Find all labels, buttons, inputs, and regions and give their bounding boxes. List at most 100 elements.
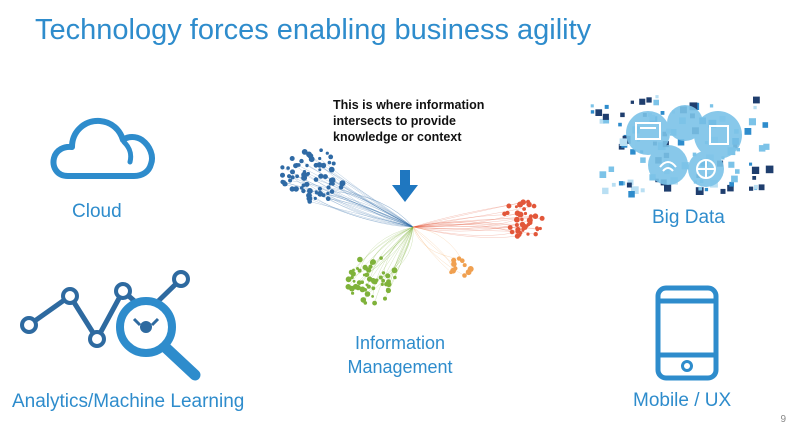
network-edge bbox=[315, 165, 414, 228]
data-square bbox=[749, 186, 754, 191]
network-edge bbox=[319, 164, 414, 228]
network-node bbox=[383, 296, 387, 301]
network-node bbox=[391, 267, 398, 274]
data-square bbox=[603, 117, 610, 124]
network-node bbox=[514, 223, 519, 227]
network-edge bbox=[412, 226, 452, 273]
data-square bbox=[640, 157, 646, 163]
network-node bbox=[517, 211, 524, 218]
network-node bbox=[293, 186, 299, 192]
network-node bbox=[357, 256, 363, 263]
network-edge bbox=[315, 179, 414, 228]
data-square bbox=[748, 118, 756, 126]
data-square bbox=[620, 112, 625, 118]
callout-line: knowledge or context bbox=[333, 130, 462, 144]
network-node bbox=[331, 161, 336, 166]
network-node bbox=[364, 291, 371, 297]
network-node bbox=[289, 186, 295, 192]
data-square bbox=[735, 169, 740, 174]
mobile-label: Mobile / UX bbox=[633, 390, 732, 411]
network-node bbox=[507, 225, 513, 230]
network-edge bbox=[412, 201, 524, 228]
network-edge bbox=[285, 184, 414, 228]
network-node bbox=[314, 190, 318, 194]
network-node bbox=[381, 278, 385, 283]
data-square bbox=[599, 171, 607, 178]
network-node bbox=[325, 151, 329, 155]
data-square bbox=[689, 102, 698, 111]
network-node bbox=[321, 193, 326, 198]
data-square bbox=[639, 98, 646, 105]
network-node bbox=[301, 183, 306, 188]
data-square bbox=[698, 186, 703, 191]
network-edge bbox=[388, 226, 414, 285]
network-node bbox=[296, 163, 301, 167]
data-square bbox=[627, 179, 634, 186]
cloud-label: Cloud bbox=[72, 201, 122, 222]
network-edge bbox=[331, 191, 414, 228]
network-node bbox=[452, 262, 456, 267]
network-edge bbox=[296, 164, 414, 228]
data-square bbox=[595, 109, 603, 116]
network-edge bbox=[412, 226, 460, 259]
network-node bbox=[318, 168, 322, 172]
network-node bbox=[362, 273, 366, 277]
network-node bbox=[365, 283, 369, 287]
data-square bbox=[602, 187, 609, 195]
network-node bbox=[328, 177, 334, 183]
data-square bbox=[736, 148, 740, 152]
data-square bbox=[640, 188, 645, 193]
network-node bbox=[318, 173, 324, 179]
network-node bbox=[348, 269, 354, 275]
data-square bbox=[727, 184, 734, 192]
network-node bbox=[379, 256, 383, 260]
network-node bbox=[328, 154, 334, 160]
network-node bbox=[538, 226, 542, 231]
data-square bbox=[753, 96, 760, 104]
data-square bbox=[655, 95, 659, 99]
network-edge bbox=[319, 158, 414, 228]
network-node bbox=[460, 258, 465, 263]
network-edge bbox=[374, 226, 414, 304]
network-node bbox=[533, 232, 538, 237]
big-data-icon bbox=[590, 95, 774, 198]
analytics-label: Analytics/Machine Learning bbox=[12, 391, 245, 412]
data-square bbox=[752, 176, 757, 180]
network-node bbox=[462, 273, 467, 278]
network-node bbox=[356, 267, 359, 270]
data-square bbox=[599, 118, 605, 124]
data-square bbox=[677, 139, 685, 146]
network-edge bbox=[282, 181, 414, 228]
network-edge bbox=[348, 226, 414, 287]
network-node bbox=[526, 232, 530, 236]
network-edge bbox=[412, 226, 518, 238]
data-square bbox=[602, 113, 609, 120]
network-node bbox=[307, 188, 313, 194]
network-edge bbox=[289, 175, 414, 228]
data-square bbox=[664, 184, 672, 192]
network-edge bbox=[325, 176, 414, 228]
network-edge bbox=[412, 226, 455, 265]
data-square bbox=[619, 138, 628, 146]
data-square bbox=[765, 165, 774, 174]
network-edge bbox=[412, 219, 530, 232]
data-square bbox=[709, 104, 714, 108]
network-node bbox=[380, 282, 384, 286]
network-node bbox=[299, 158, 304, 164]
network-node bbox=[317, 186, 322, 191]
data-square bbox=[604, 104, 609, 109]
network-edge bbox=[352, 226, 414, 274]
network-node bbox=[282, 181, 288, 187]
network-edge bbox=[412, 226, 465, 266]
network-edge bbox=[308, 173, 414, 228]
network-node bbox=[338, 184, 344, 190]
network-edge bbox=[309, 201, 414, 228]
network-node bbox=[526, 217, 533, 224]
data-square bbox=[631, 186, 639, 194]
network-node bbox=[467, 266, 474, 272]
network-edge bbox=[307, 153, 414, 228]
network-node bbox=[326, 185, 331, 190]
data-square bbox=[744, 128, 752, 135]
data-square bbox=[608, 166, 615, 172]
network-node bbox=[371, 295, 374, 298]
